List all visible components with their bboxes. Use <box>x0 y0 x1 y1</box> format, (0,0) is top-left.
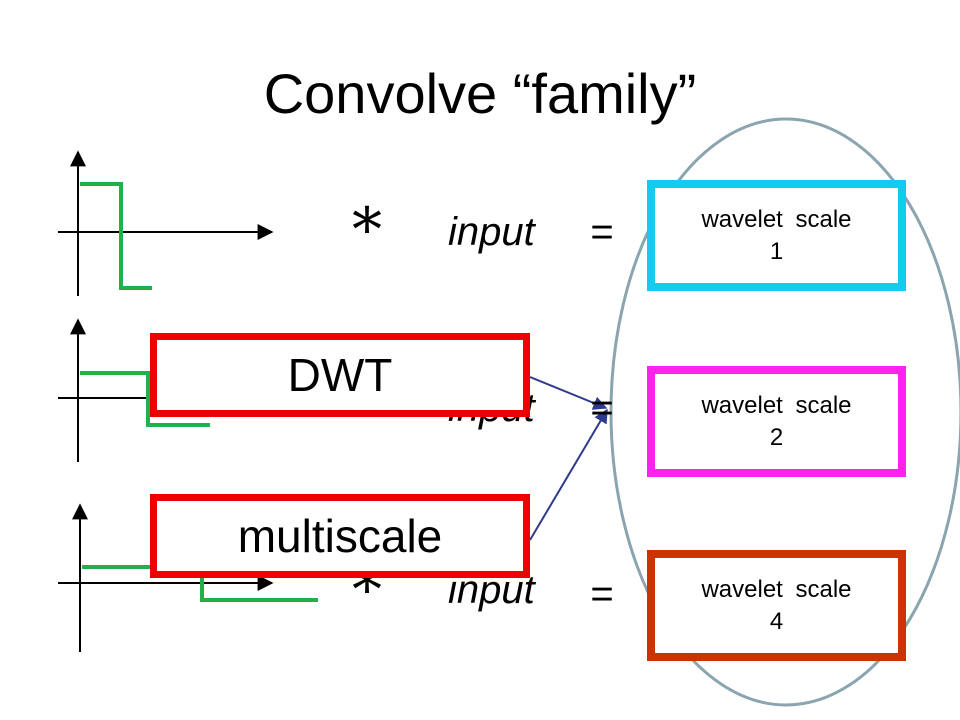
haar-wavelet <box>80 182 152 290</box>
output-label: wavelet scale <box>701 391 852 419</box>
outputs-grouping-ellipse <box>609 117 960 707</box>
output-box-scale-2: wavelet scale 2 <box>647 366 906 477</box>
haar-wavelet <box>80 371 210 427</box>
output-scale: 2 <box>769 423 784 451</box>
output-label: wavelet scale <box>701 575 852 603</box>
haar-wavelet <box>82 565 318 602</box>
slide-title: Convolve “family” <box>263 62 697 125</box>
equals-sign: = <box>590 386 614 430</box>
output-box-scale-1: wavelet scale 1 <box>647 180 906 291</box>
dwt-callout: DWT <box>150 333 530 417</box>
input-label: input <box>448 210 535 254</box>
wavelet-plot-scale-4 <box>58 503 318 652</box>
output-label: wavelet scale <box>701 205 852 233</box>
output-scale: 4 <box>769 607 784 635</box>
wavelet-plot-scale-1 <box>58 150 274 296</box>
output-scale: 1 <box>769 237 784 265</box>
output-box-scale-4: wavelet scale 4 <box>647 550 906 661</box>
equals-sign: = <box>590 572 614 616</box>
convolution-operator: * <box>352 195 382 265</box>
multiscale-callout: multiscale <box>150 494 530 578</box>
multiscale-arrow <box>529 408 608 541</box>
dwt-arrow <box>529 376 608 410</box>
equals-sign: = <box>590 210 614 254</box>
